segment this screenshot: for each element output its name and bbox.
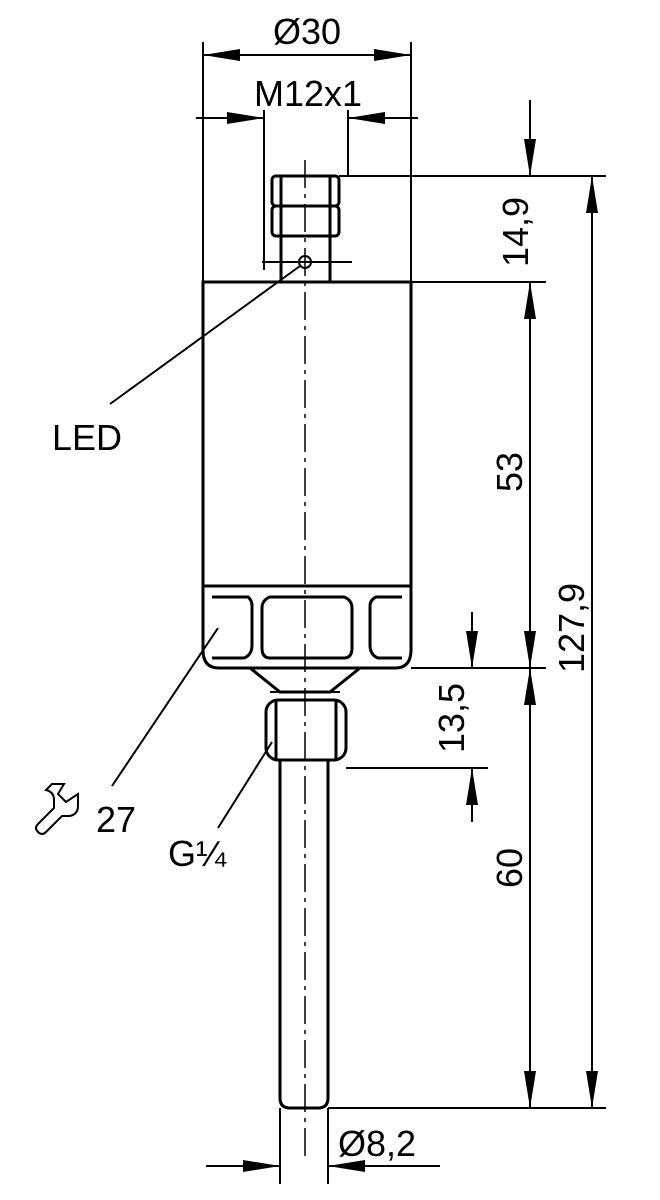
housing-height-label: 53 (489, 452, 530, 492)
dim-hex-height: 13,5 (431, 612, 478, 822)
total-length-label: 127,9 (551, 583, 592, 673)
probe (278, 760, 330, 1110)
probe-length-label: 60 (489, 848, 530, 888)
connector-height-label: 14,9 (495, 197, 536, 267)
wrench-icon (35, 783, 79, 835)
process-connection (249, 666, 361, 762)
thread-connector-label: M12x1 (254, 73, 362, 114)
led-label: LED (52, 417, 122, 458)
process-thread-label: G¼ (168, 833, 227, 874)
extension-lines (328, 175, 606, 1109)
led-callout: LED (52, 265, 301, 458)
dim-total-length: 127,9 (551, 176, 598, 1108)
dim-probe-length: 60 (489, 668, 536, 1108)
wrench-size-label: 27 (96, 799, 136, 840)
body-diameter-label: Ø30 (273, 11, 341, 52)
connector (262, 174, 352, 282)
dim-thread-connector: M12x1 (196, 73, 418, 270)
dim-body-diameter: Ø30 (202, 11, 412, 282)
led-marker (298, 255, 312, 269)
hex-height-label: 13,5 (431, 683, 472, 753)
housing (201, 280, 413, 670)
dim-connector-height: 14,9 (495, 100, 536, 267)
dim-housing-height: 53 (489, 282, 536, 668)
probe-diameter-label: Ø8,2 (338, 1123, 416, 1164)
thread-callout: G¼ (168, 741, 273, 874)
dim-probe-diameter: Ø8,2 (206, 1108, 440, 1184)
wrench-callout: 27 (35, 627, 219, 840)
